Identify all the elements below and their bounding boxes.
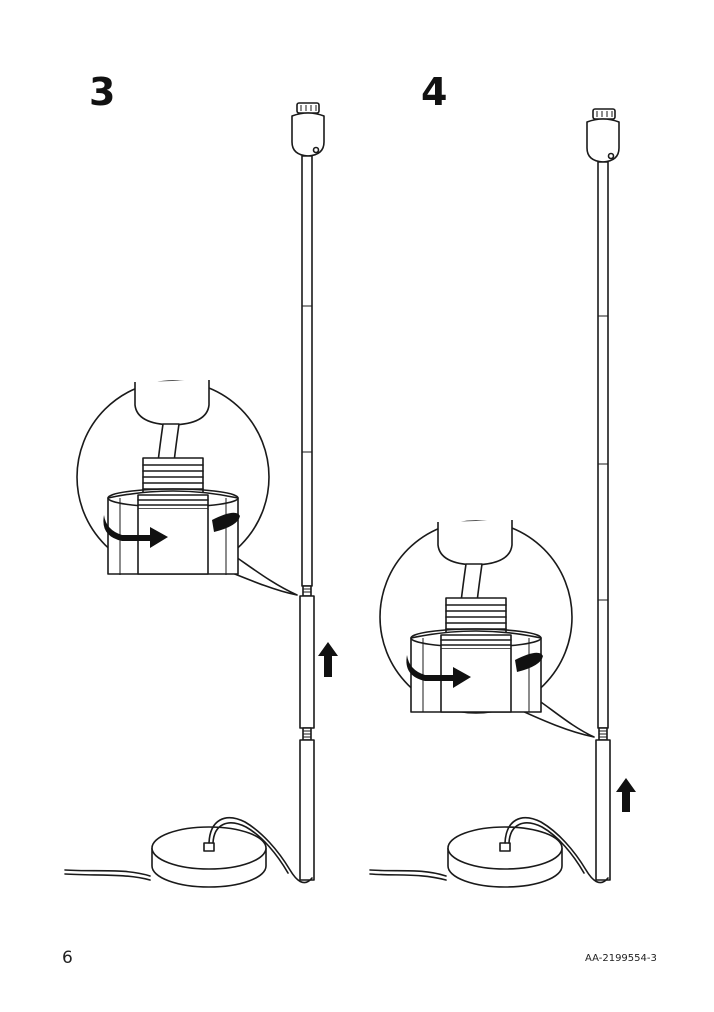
step3-zoom-callout — [76, 380, 298, 596]
rotate-arrow-icon — [103, 515, 168, 548]
step4-zoom-callout — [379, 520, 595, 738]
rotate-arrow-icon — [406, 655, 471, 688]
up-arrow-icon — [318, 642, 338, 677]
step-number-4: 4 — [421, 70, 448, 114]
step3-lamp — [64, 102, 338, 888]
document-code: AA-2199554-3 — [585, 953, 657, 964]
step4-lamp — [369, 108, 636, 888]
up-arrow-icon — [616, 778, 636, 812]
step-number-3: 3 — [89, 70, 116, 114]
page-number: 6 — [62, 948, 73, 968]
